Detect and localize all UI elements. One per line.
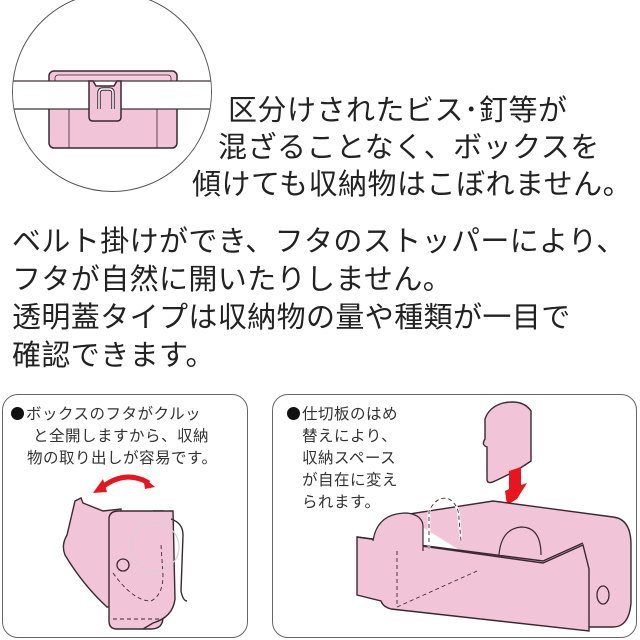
description-line: 確認できます。 <box>12 338 215 372</box>
bullet-icon <box>287 407 300 420</box>
caption-line: 収納スペース <box>302 449 397 467</box>
belt-clip-feature-text: 区分けされたビス･釘等が 混ざることなく、ボックスを 傾けても収納物はこぼれませ… <box>192 92 632 203</box>
bullet-icon <box>11 407 24 420</box>
rotate-arrow-icon <box>93 474 155 493</box>
panel-caption: ボックスのフタがクルッ と全開しますから、収納 物の取り出しが容易です。 <box>11 403 217 469</box>
caption-line: が自在に変え <box>302 471 399 489</box>
feature-line: 区分けされたビス･釘等が <box>228 93 568 127</box>
description-line: 透明蓋タイプは収納物の量や種類が一目で <box>12 300 571 334</box>
product-description-text: ベルト掛けができ、フタのストッパーにより、 フタが自然に開いたりしません。 透明… <box>12 222 626 374</box>
description-line: ベルト掛けができ、フタのストッパーにより、 <box>12 224 626 258</box>
divider-feature-panel: 仕切板のはめ 替えにより、 収納スペース が自在に変え られます。 <box>272 394 637 638</box>
caption-line: 仕切板のはめ <box>302 405 399 423</box>
caption-line: ボックスのフタがクルッ <box>26 405 202 423</box>
divider-box-illustration <box>356 401 632 632</box>
description-line: フタが自然に開いたりしません。 <box>12 262 453 296</box>
insert-arrow-icon <box>505 467 527 505</box>
belt-clip-illustration <box>13 70 211 149</box>
caption-line: 物の取り出しが容易です。 <box>27 449 218 467</box>
feature-line: 傾けても収納物はこぼれません。 <box>192 167 633 201</box>
caption-line: られます。 <box>302 493 381 511</box>
panel-caption: 仕切板のはめ 替えにより、 収納スペース が自在に変え られます。 <box>287 403 398 513</box>
lid-open-feature-panel: ボックスのフタがクルッ と全開しますから、収納 物の取り出しが容易です。 <box>2 394 248 638</box>
caption-line: と全開しますから、収納 <box>33 427 210 445</box>
feature-line: 混ざることなく、ボックスを <box>218 130 600 164</box>
belt-clip-detail-inset <box>12 0 212 192</box>
caption-line: 替えにより、 <box>302 427 398 445</box>
rotating-lid-illustration <box>62 474 188 630</box>
